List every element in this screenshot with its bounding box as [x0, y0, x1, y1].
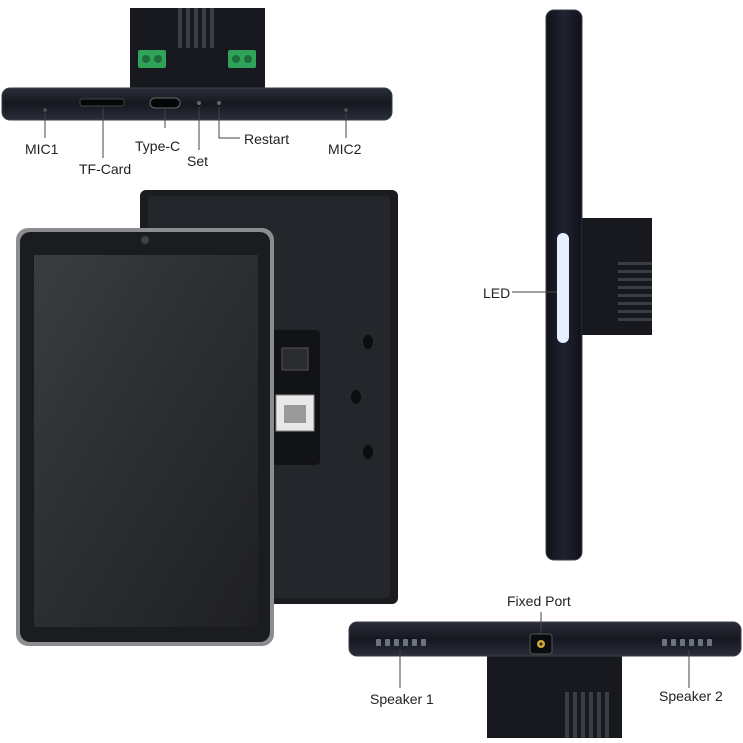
led-strip — [557, 233, 569, 343]
mount-bracket-bottom — [487, 650, 622, 738]
terminal-block-left — [138, 50, 166, 68]
label-type-c: Type-C — [135, 138, 181, 154]
restart-button-hole — [217, 101, 221, 105]
label-tf-card: TF-Card — [79, 161, 132, 177]
side-view — [545, 9, 652, 561]
tf-card-slot — [79, 98, 125, 107]
bottom-view — [348, 621, 742, 738]
mount-bracket-side — [582, 218, 652, 335]
terminal-socket-back — [281, 347, 309, 371]
label-set: Set — [187, 153, 209, 169]
speaker1-grille — [376, 639, 426, 646]
label-led: LED — [483, 285, 511, 301]
front-camera — [141, 236, 149, 244]
front-screen — [34, 255, 258, 627]
top-view — [1, 8, 393, 121]
vent-slots-top — [178, 8, 214, 48]
mic1-hole — [43, 108, 47, 112]
label-mic1: MIC1 — [25, 141, 59, 157]
label-restart: Restart — [244, 131, 290, 147]
front-view — [16, 228, 274, 646]
callout-lines-top — [44, 107, 347, 158]
label-speaker2: Speaker 2 — [659, 688, 723, 704]
label-speaker1: Speaker 1 — [370, 691, 434, 707]
type-c-port — [149, 97, 181, 109]
terminal-block-right — [228, 50, 256, 68]
set-button-hole — [197, 101, 201, 105]
vent-slots-side — [618, 262, 652, 321]
callout-lines-bottom — [399, 612, 690, 688]
top-edge-body — [1, 87, 393, 121]
label-mic2: MIC2 — [328, 141, 362, 157]
label-fixed-port: Fixed Port — [507, 593, 571, 609]
mic2-hole — [344, 108, 348, 112]
speaker2-grille — [662, 639, 712, 646]
